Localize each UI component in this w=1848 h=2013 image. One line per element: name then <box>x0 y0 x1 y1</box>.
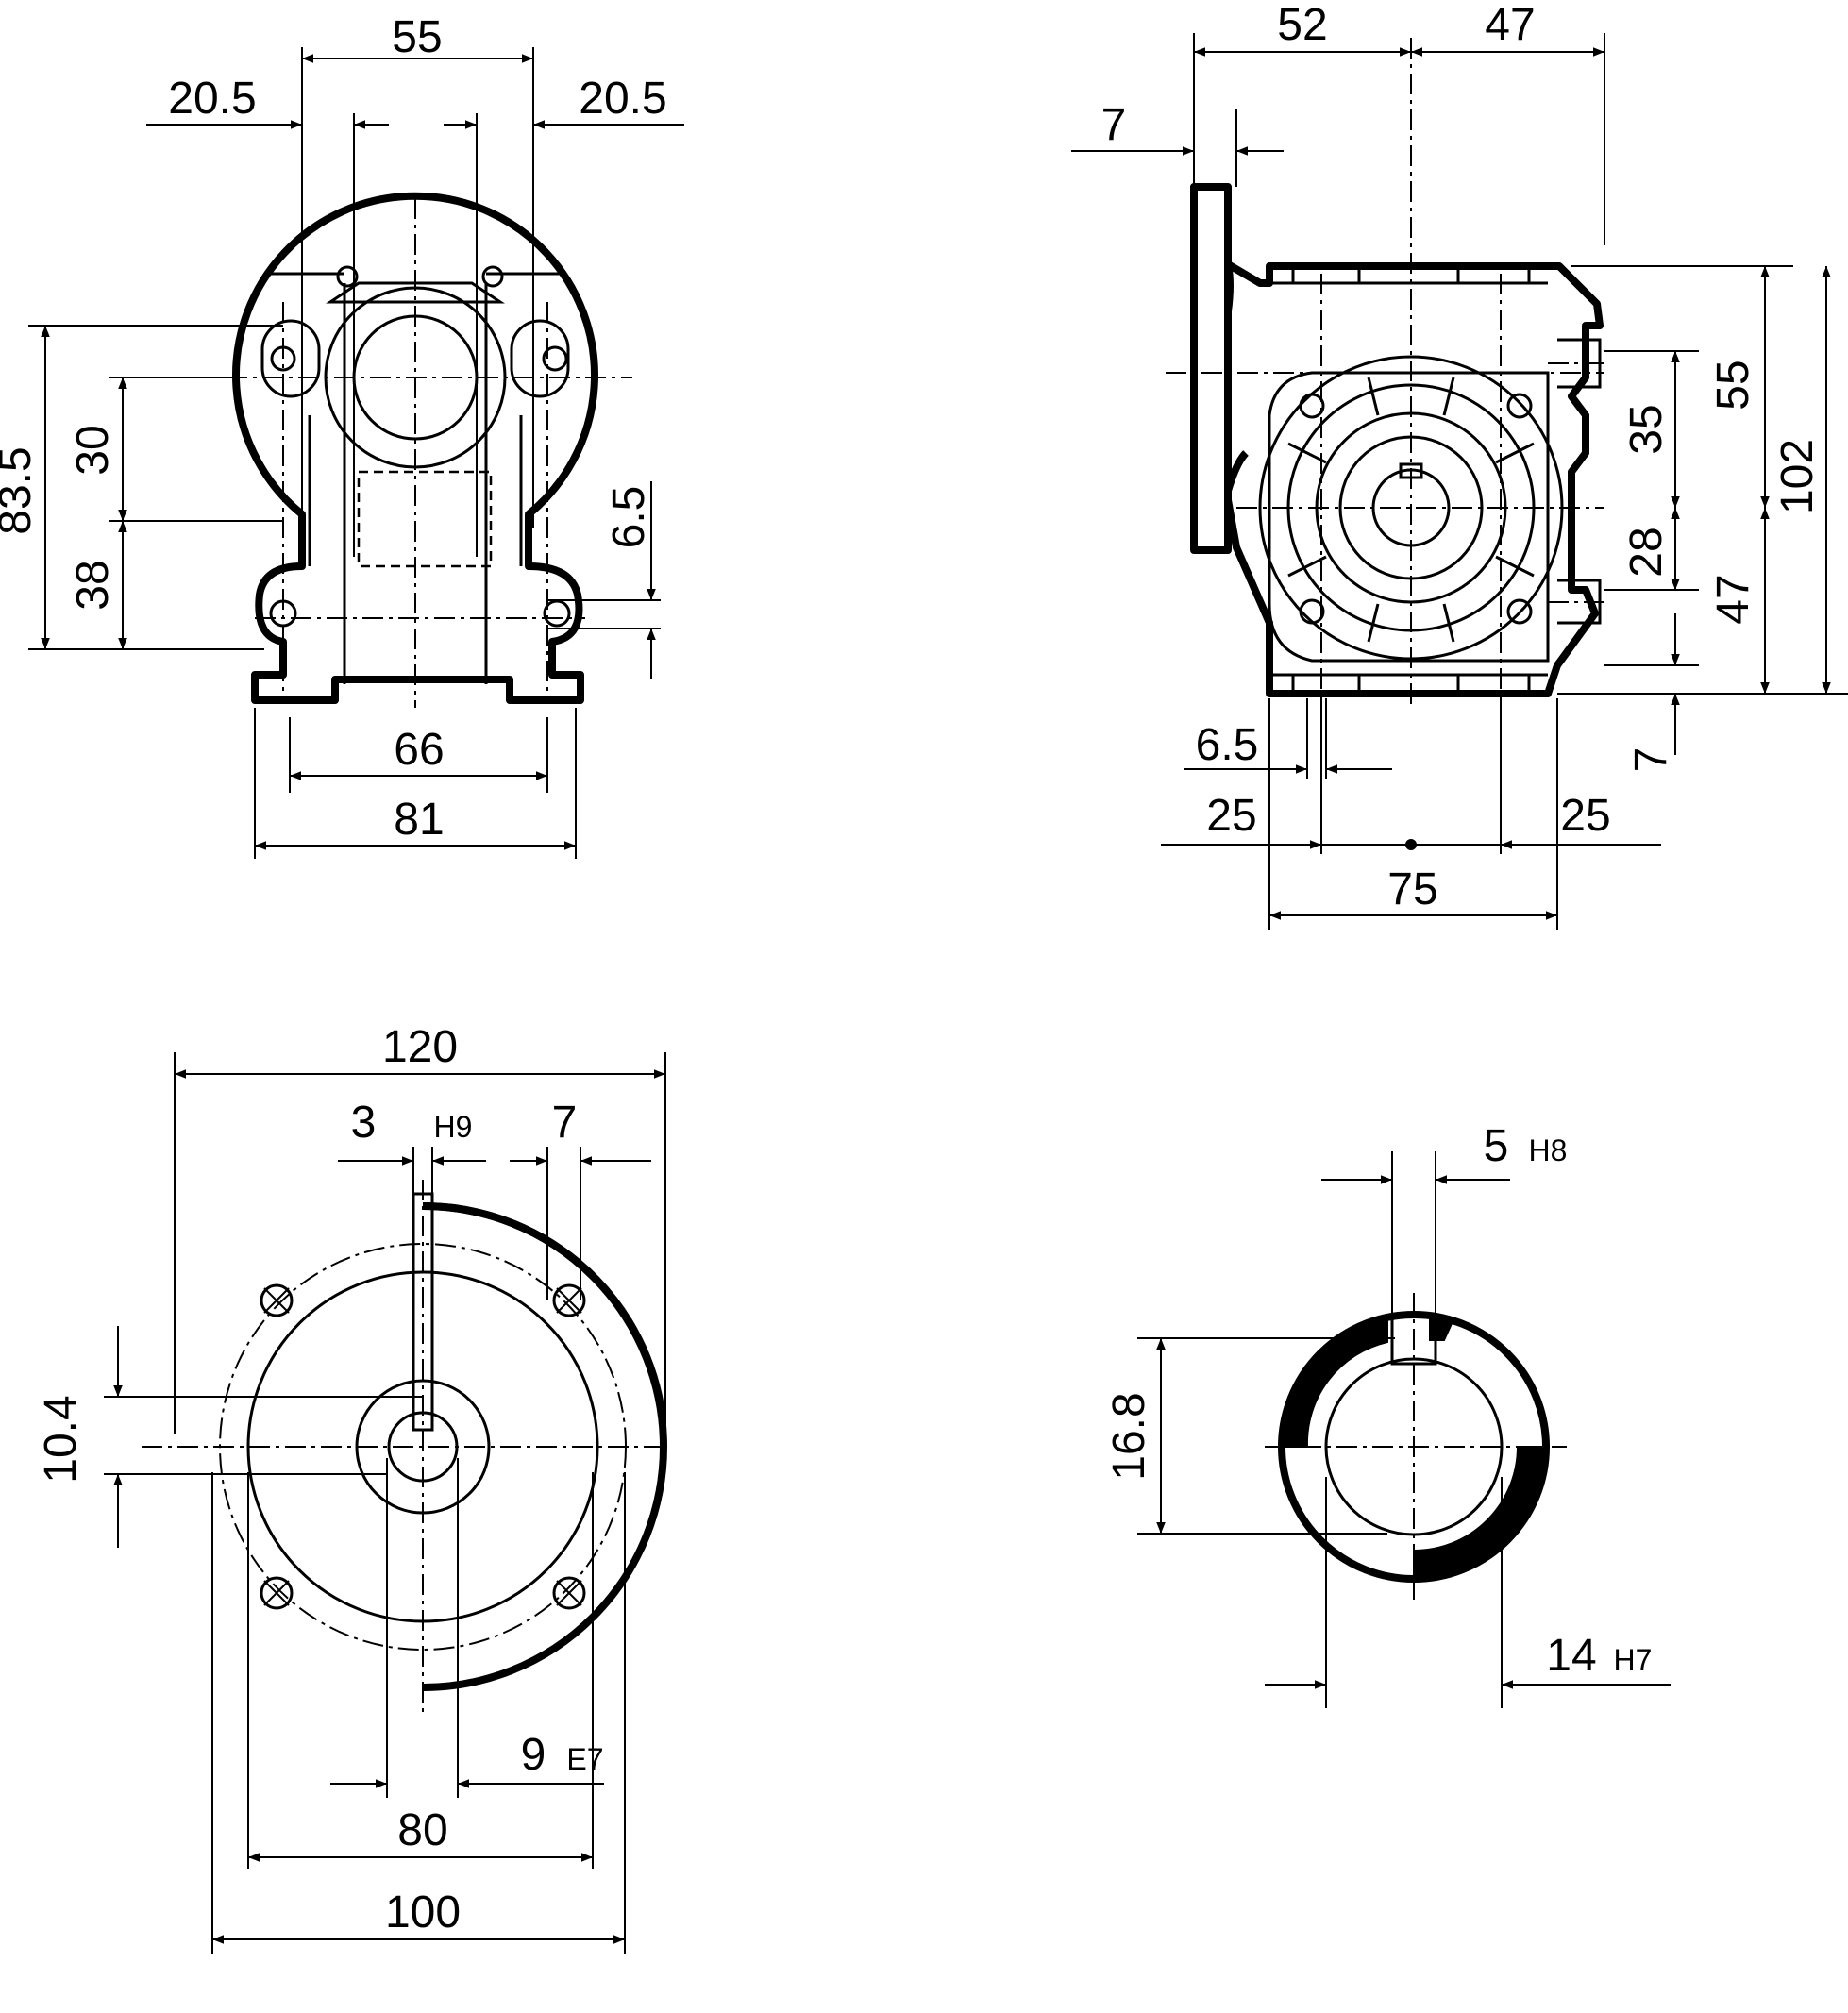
dim-front-55: 55 <box>392 12 442 62</box>
dim-flange-7: 7 <box>552 1098 578 1148</box>
dim-flange-120: 120 <box>382 1022 458 1072</box>
dim-front-20-5-left: 20.5 <box>168 74 256 124</box>
dim-front-66: 66 <box>394 725 444 775</box>
tol-bore-h7: H7 <box>1614 1643 1653 1677</box>
flange-dimensions: 120 3 H9 7 10.4 9 E7 80 100 <box>36 1022 666 1954</box>
dim-flange-10-4: 10.4 <box>36 1395 86 1483</box>
dim-bore-5: 5 <box>1484 1121 1509 1171</box>
dim-flange-3: 3 <box>351 1098 377 1148</box>
side-dimensions: 52 47 7 55 102 35 28 47 7 6.5 <box>1071 0 1848 930</box>
dim-front-20-5-right: 20.5 <box>579 74 666 124</box>
dim-side-102: 102 <box>1772 439 1823 514</box>
tol-flange-h9: H9 <box>434 1110 473 1144</box>
bore-view <box>1265 1293 1567 1600</box>
dim-side-47-right: 47 <box>1708 574 1758 624</box>
dim-side-75: 75 <box>1387 864 1437 914</box>
dim-flange-80: 80 <box>397 1805 447 1855</box>
front-view <box>227 192 632 708</box>
dim-side-47-top: 47 <box>1485 0 1535 50</box>
dim-front-30: 30 <box>68 425 118 475</box>
dim-side-35: 35 <box>1621 404 1672 454</box>
tol-bore-h8: H8 <box>1529 1133 1568 1167</box>
tol-flange-e7: E7 <box>566 1742 603 1776</box>
dim-front-83-5: 83.5 <box>0 446 41 534</box>
side-motor-flange <box>1190 183 1232 554</box>
bore-dimensions: 5 H8 16.8 14 H7 <box>1104 1121 1671 1708</box>
dim-side-25-right: 25 <box>1560 791 1610 841</box>
flange-view <box>142 1180 670 1713</box>
dim-side-7-bottom: 7 <box>1626 747 1676 773</box>
dim-front-81: 81 <box>394 795 444 845</box>
dim-flange-9: 9 <box>521 1730 546 1780</box>
dim-side-25-left: 25 <box>1206 791 1256 841</box>
dim-front-6-5: 6.5 <box>604 486 654 549</box>
dim-flange-100: 100 <box>385 1887 461 1938</box>
dim-side-52: 52 <box>1277 0 1327 50</box>
dim-side-7-flange: 7 <box>1101 100 1127 150</box>
dim-front-38: 38 <box>68 560 118 610</box>
dim-bore-14: 14 <box>1546 1631 1596 1681</box>
dim-bore-16-8: 16.8 <box>1104 1392 1154 1480</box>
dim-side-55: 55 <box>1708 360 1758 410</box>
front-dimensions: 55 20.5 20.5 83.5 30 38 6.5 66 <box>0 12 684 859</box>
dim-side-6-5: 6.5 <box>1196 720 1259 770</box>
dim-side-28: 28 <box>1621 527 1672 577</box>
front-housing-outline <box>232 192 598 528</box>
side-view <box>1166 38 1604 708</box>
flange-bolt-holes <box>260 1283 586 1610</box>
